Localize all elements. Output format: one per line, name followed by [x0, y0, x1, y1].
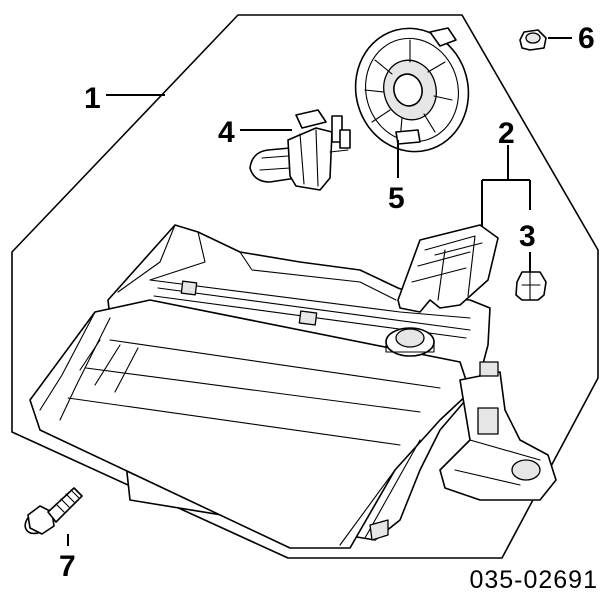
- clip-icon[interactable]: [515, 271, 547, 301]
- headlight-assembly-icon[interactable]: [29, 224, 557, 549]
- callout-5: 5: [388, 182, 405, 215]
- halogen-bulb-icon[interactable]: [249, 109, 351, 191]
- diagram-code: 035-02691: [469, 566, 598, 594]
- leader-2: [481, 145, 531, 226]
- callout-1: 1: [84, 82, 101, 115]
- bolt-icon[interactable]: [21, 487, 83, 538]
- callout-6: 6: [578, 22, 595, 55]
- callout-2: 2: [498, 117, 515, 150]
- bulb-cover-icon[interactable]: [342, 16, 482, 165]
- callout-7: 7: [59, 550, 76, 583]
- nut-icon[interactable]: [519, 29, 547, 51]
- assembly-boundary: [11, 14, 599, 559]
- bracket-icon[interactable]: [397, 224, 499, 313]
- callout-4: 4: [218, 116, 235, 149]
- callout-3: 3: [519, 220, 536, 253]
